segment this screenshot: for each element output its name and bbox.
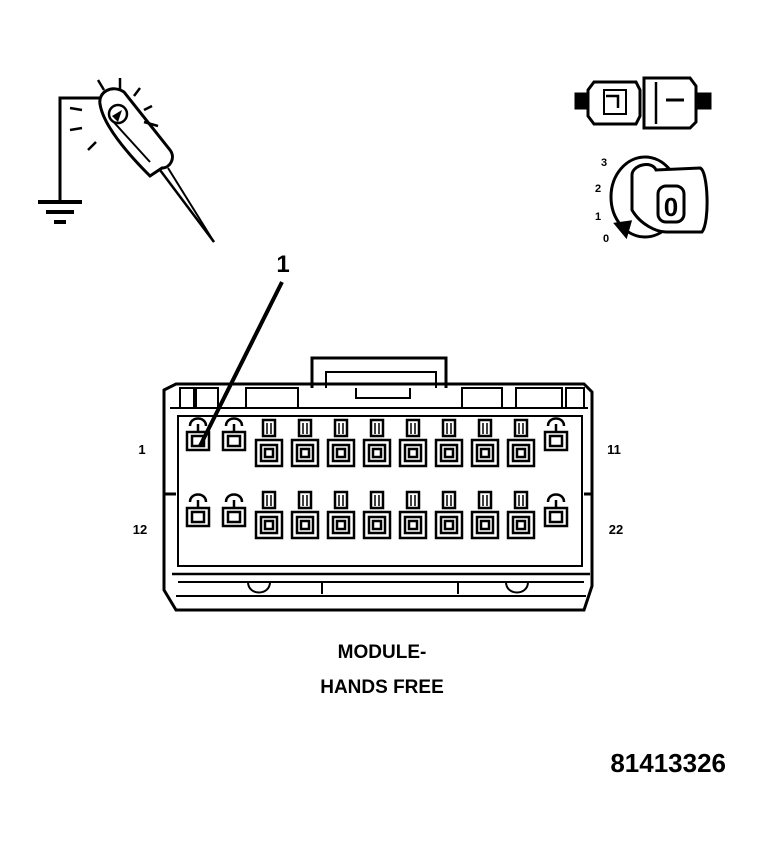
pin-cavity-1-7 (470, 418, 500, 468)
pin-label-11: 11 (607, 442, 621, 457)
connector-face (162, 356, 594, 612)
ignition-key-icon: 0 (609, 155, 709, 240)
pin-cavity-2-8 (506, 490, 536, 540)
pin-cavities (185, 417, 569, 540)
key-glyph: 0 (664, 192, 678, 222)
test-probe-icon (38, 78, 215, 243)
figure-id: 81413326 (610, 748, 726, 778)
pin-cavity-1-4 (362, 418, 392, 468)
pin-cavity-2-6 (434, 490, 464, 540)
pin-cavity-2-3 (326, 490, 356, 540)
pin-cavity-1-2 (290, 418, 320, 468)
ignition-pos-3: 3 (601, 157, 607, 169)
ignition-pos-1: 1 (595, 211, 601, 223)
pin-cavity-small-1-1 (185, 417, 211, 452)
pin-cavity-2-4 (362, 490, 392, 540)
pin-label-1: 1 (138, 442, 145, 457)
caption-line-2: HANDS FREE (320, 677, 444, 698)
pin-cavity-small-2-2 (221, 493, 247, 528)
callout-leader (198, 281, 284, 447)
pin-cavity-small-1-2 (221, 417, 247, 452)
pin-cavity-small-2-1 (185, 493, 211, 528)
pin-cavity-1-6 (434, 418, 464, 468)
pin-cavity-1-5 (398, 418, 428, 468)
pin-cavity-small-2-3 (543, 493, 569, 528)
pin-label-22: 22 (609, 522, 623, 537)
pin-cavity-small-1-3 (543, 417, 569, 452)
callout-number: 1 (276, 251, 289, 278)
connector-icon (574, 76, 712, 130)
ignition-pos-0: 0 (603, 233, 609, 245)
caption-line-1: MODULE- (338, 642, 427, 663)
pin-cavity-2-1 (254, 490, 284, 540)
pin-cavity-2-2 (290, 490, 320, 540)
pin-cavity-2-5 (398, 490, 428, 540)
pin-cavity-1-8 (506, 418, 536, 468)
pin-cavity-1-1 (254, 418, 284, 468)
pin-label-12: 12 (133, 522, 147, 537)
ignition-pos-2: 2 (595, 183, 601, 195)
ground-icon (38, 200, 82, 224)
pin-cavity-2-7 (470, 490, 500, 540)
pin-cavity-1-3 (326, 418, 356, 468)
